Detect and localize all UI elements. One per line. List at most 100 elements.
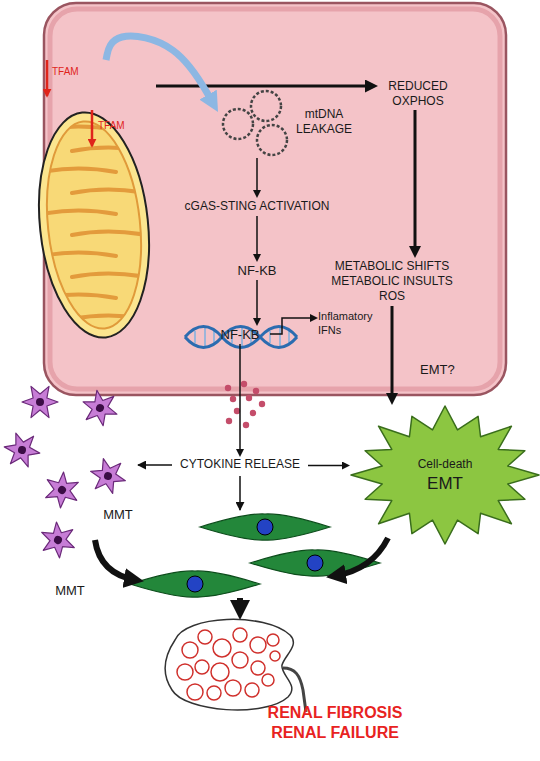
fibrosis-scribble <box>250 637 266 653</box>
fibrosis-scribble <box>211 663 229 681</box>
mtdna-circle <box>251 91 281 121</box>
node-text: cGAS-STING ACTIVATION <box>172 199 342 214</box>
fibrosis-scribble <box>187 684 203 700</box>
crista <box>72 316 146 320</box>
connector-arrow <box>391 306 394 399</box>
dna-rung <box>213 330 215 344</box>
connector-arrow <box>239 344 241 453</box>
kidney-outline <box>165 619 293 710</box>
decrease-arrow <box>46 60 49 96</box>
fibrosis-scribble <box>232 652 248 668</box>
connector-arrow <box>256 158 258 194</box>
cytokine-dot <box>226 418 232 424</box>
fibrosis-scribble <box>177 664 193 680</box>
fibrosis-scribble <box>195 660 209 674</box>
connector-arrow <box>270 318 314 334</box>
fibrosis-scribble <box>267 634 279 646</box>
decrease-arrow <box>91 110 94 146</box>
starburst-shape <box>351 406 539 544</box>
connector-arrow <box>308 465 346 467</box>
kidney <box>165 619 306 712</box>
thick-arrow <box>334 538 388 576</box>
node-text: Cell-death <box>395 457 495 472</box>
cytokine-dot <box>250 410 256 416</box>
dna-strand <box>185 327 297 348</box>
node-text: NF-KB <box>210 327 270 343</box>
cytokine-dot <box>253 388 259 394</box>
fibrosis-scribble <box>182 642 198 658</box>
annotation-label: MMT <box>98 507 138 523</box>
connector-arrow <box>414 110 417 252</box>
arrow <box>239 476 241 510</box>
fibrosis-scribble <box>225 680 241 696</box>
fibroblast <box>200 514 330 540</box>
process-text: REDUCED OXPHOS <box>378 78 458 110</box>
dna-rung <box>288 330 290 344</box>
outcome-label: RENAL FIBROSIS RENAL FAILURE <box>258 703 412 743</box>
thick-arrow <box>95 540 136 580</box>
dna-strand <box>185 327 297 348</box>
dna-rung <box>194 331 196 343</box>
crista <box>72 274 146 278</box>
cytokine-dot <box>241 381 247 387</box>
mitochondrion-inner <box>37 117 150 333</box>
node-text: mtDNA LEAKAGE <box>292 107 356 137</box>
fibrosis-scribble <box>262 674 274 686</box>
process-text: mtDNA LEAKAGE <box>218 88 358 158</box>
fibrosis-scribble <box>245 683 259 697</box>
mitochondrion-outline <box>36 60 156 340</box>
cytokine-dot <box>243 422 249 428</box>
cytokine-dot <box>225 385 231 391</box>
macrophage <box>87 456 130 495</box>
node-text: METABOLIC SHIFTS METABOLIC INSULTS ROS <box>324 259 460 304</box>
thick-arrow <box>237 598 243 612</box>
dna-rung <box>269 331 271 343</box>
crista <box>72 148 146 152</box>
dna-rung <box>204 328 206 346</box>
process-text: NF-KB <box>210 326 270 344</box>
fibrosis-scribbles <box>177 628 280 700</box>
arrow <box>138 464 172 466</box>
node-text: CYTOKINE RELEASE <box>172 457 308 472</box>
macrophage <box>2 432 43 469</box>
edge-label: EMT? <box>420 362 455 378</box>
macrophage <box>22 386 58 417</box>
fibroblast <box>250 550 380 576</box>
crista <box>42 211 116 215</box>
node-text: TFAM <box>52 66 92 79</box>
crista <box>42 253 116 257</box>
cytokine-dots <box>225 381 265 428</box>
process-text: CYTOKINE RELEASE <box>172 457 308 474</box>
fibrosis-scribble <box>213 639 231 657</box>
crista <box>42 295 116 299</box>
fibrosis-scribble <box>233 628 247 642</box>
fibrosis-scribble <box>198 630 212 644</box>
dna-helix <box>185 327 297 348</box>
process-text: NF-KB <box>227 262 287 280</box>
cytokine-dot <box>230 396 236 402</box>
node-text: Inflamatory IFNs <box>318 310 398 338</box>
connector-arrow <box>156 85 372 88</box>
cytokine-dot <box>246 395 252 401</box>
macrophage <box>35 518 81 561</box>
node-text: EMT <box>395 473 495 494</box>
mtdna-circle <box>223 109 253 139</box>
mitochondrion: TFAM TFAM <box>36 60 156 340</box>
connector-arrow <box>106 36 213 103</box>
node-text: NF-KB <box>227 263 287 279</box>
macrophage <box>38 467 85 513</box>
macrophage <box>78 387 122 429</box>
process-text: cGAS-STING ACTIVATION <box>172 198 342 216</box>
crista <box>72 190 146 194</box>
node-text: REDUCED OXPHOS <box>378 79 458 109</box>
starburst: Cell-deathEMT <box>350 405 540 545</box>
cytokine-dot <box>259 401 265 407</box>
cristae <box>42 127 146 320</box>
node-text: TFAM <box>98 120 138 133</box>
cytokine-dot <box>234 408 240 414</box>
mitochondrion-outer <box>28 107 159 343</box>
crista <box>42 169 116 173</box>
connector-arrow <box>256 280 258 322</box>
